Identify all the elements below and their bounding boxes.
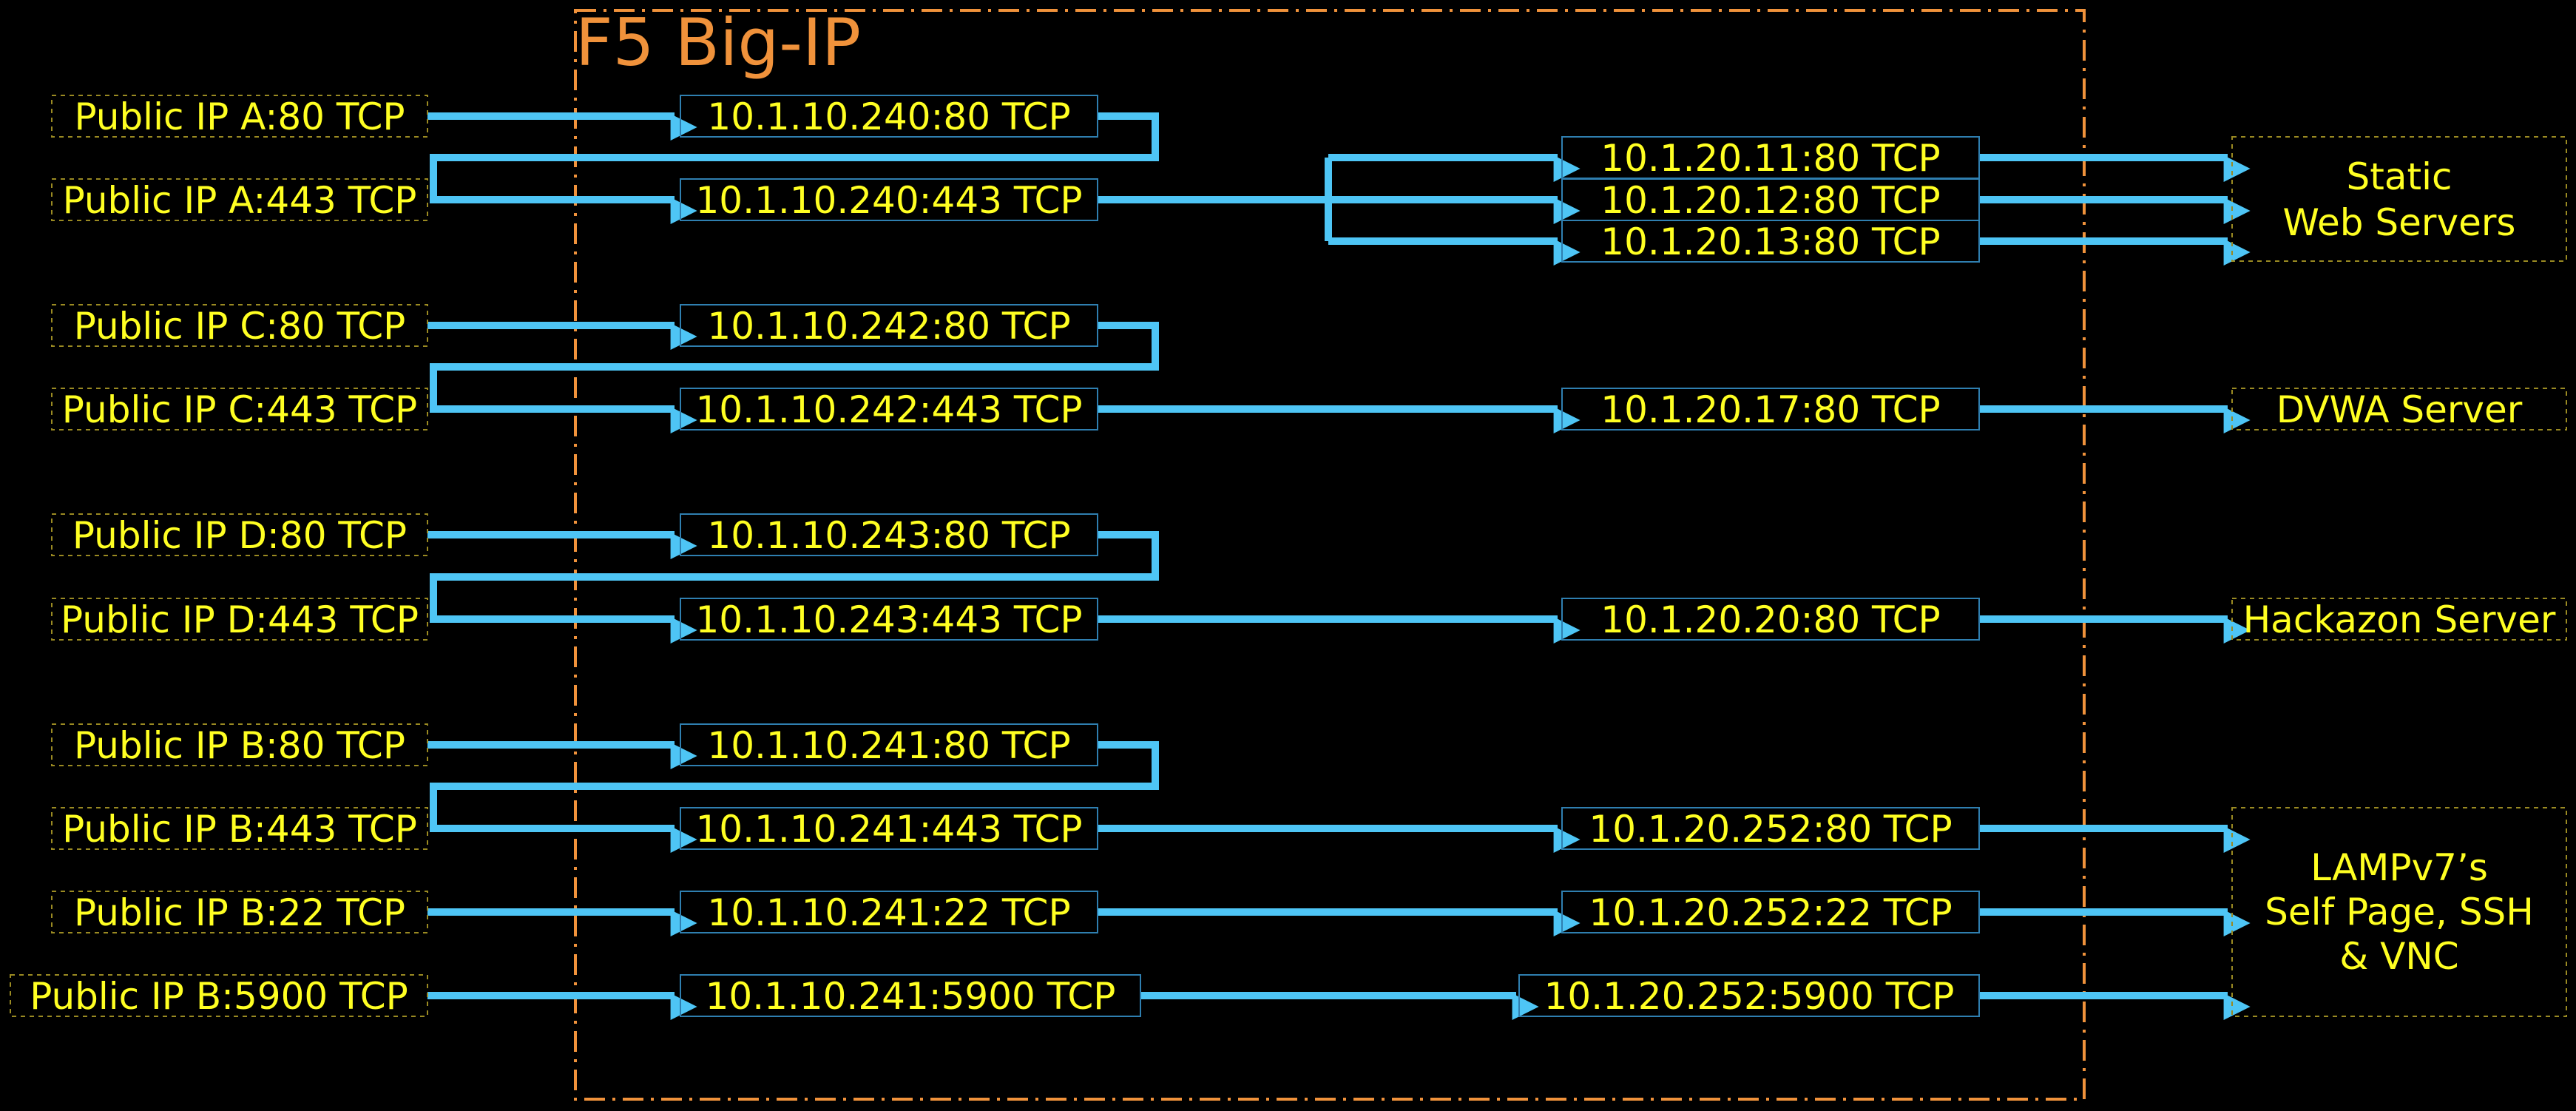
virtual-server-label: 10.1.10.243:443 TCP	[695, 598, 1082, 641]
pool-member-5: 10.1.20.252:80 TCP	[1561, 807, 1980, 851]
server-label-line: Static	[2347, 155, 2452, 198]
virtual-server-3: 10.1.10.242:443 TCP	[680, 388, 1098, 431]
virtual-server-8: 10.1.10.241:22 TCP	[680, 891, 1098, 934]
arrow-layer	[427, 112, 2251, 1020]
virtual-server-6: 10.1.10.241:80 TCP	[680, 723, 1098, 767]
pool-member-4: 10.1.20.20:80 TCP	[1561, 598, 1980, 641]
public-ip-9: Public IP B:5900 TCP	[10, 974, 428, 1018]
public-ip-label: Public IP A:80 TCP	[74, 95, 405, 138]
public-ip-label: Public IP C:443 TCP	[62, 388, 417, 431]
public-ip-7: Public IP B:443 TCP	[51, 807, 428, 851]
virtual-server-1: 10.1.10.240:443 TCP	[680, 178, 1098, 222]
public-ip-label: Public IP B:5900 TCP	[30, 975, 408, 1018]
pool-member-label: 10.1.20.17:80 TCP	[1600, 388, 1940, 431]
public-ip-0: Public IP A:80 TCP	[51, 95, 428, 138]
virtual-server-label: 10.1.10.241:5900 TCP	[706, 975, 1116, 1018]
pool-member-label: 10.1.20.13:80 TCP	[1600, 220, 1940, 263]
redirect-loop-B	[430, 741, 1159, 853]
server-label: DVWA Server	[2276, 388, 2523, 431]
public-ip-label: Public IP B:22 TCP	[74, 891, 405, 934]
redirect-loop-C	[430, 322, 1159, 433]
hackazon-server: Hackazon Server	[2231, 598, 2567, 641]
virtual-server-2: 10.1.10.242:80 TCP	[680, 304, 1098, 348]
virtual-server-label: 10.1.10.243:80 TCP	[707, 514, 1070, 557]
pool-member-label: 10.1.20.11:80 TCP	[1600, 137, 1940, 180]
server-label: Hackazon Server	[2243, 598, 2556, 641]
pool-member-label: 10.1.20.12:80 TCP	[1600, 179, 1940, 222]
pool-member-2: 10.1.20.13:80 TCP	[1561, 220, 1980, 263]
virtual-server-0: 10.1.10.240:80 TCP	[680, 95, 1098, 138]
public-ip-8: Public IP B:22 TCP	[51, 891, 428, 934]
virtual-server-label: 10.1.10.240:443 TCP	[695, 179, 1082, 222]
pool-member-3: 10.1.20.17:80 TCP	[1561, 388, 1980, 431]
redirect-loop-D	[430, 531, 1159, 644]
bigip-boundary	[574, 9, 2086, 1101]
public-ip-5: Public IP D:443 TCP	[51, 598, 428, 641]
public-ip-label: Public IP B:80 TCP	[74, 724, 405, 767]
pool-member-6: 10.1.20.252:22 TCP	[1561, 891, 1980, 934]
server-label-line: Web Servers	[2283, 201, 2516, 244]
virtual-server-4: 10.1.10.243:80 TCP	[680, 513, 1098, 557]
lamp-server: LAMPv7’s Self Page, SSH & VNC	[2231, 807, 2567, 1017]
virtual-server-label: 10.1.10.241:22 TCP	[707, 891, 1070, 934]
virtual-server-7: 10.1.10.241:443 TCP	[680, 807, 1098, 851]
public-ip-2: Public IP C:80 TCP	[51, 304, 428, 348]
pool-member-label: 10.1.20.252:80 TCP	[1589, 808, 1952, 851]
virtual-server-label: 10.1.10.241:443 TCP	[695, 808, 1082, 851]
virtual-server-label: 10.1.10.241:80 TCP	[707, 724, 1070, 767]
public-ip-3: Public IP C:443 TCP	[51, 388, 428, 431]
virtual-server-label: 10.1.10.242:443 TCP	[695, 388, 1082, 431]
dvwa-server: DVWA Server	[2231, 388, 2567, 431]
public-ip-label: Public IP D:443 TCP	[61, 598, 419, 641]
pool-member-label: 10.1.20.20:80 TCP	[1600, 598, 1940, 641]
public-ip-label: Public IP A:443 TCP	[63, 179, 417, 222]
public-ip-label: Public IP C:80 TCP	[74, 305, 406, 348]
public-ip-label: Public IP D:80 TCP	[72, 514, 407, 557]
pool-member-0: 10.1.20.11:80 TCP	[1561, 136, 1980, 180]
public-ip-label: Public IP B:443 TCP	[62, 808, 417, 851]
public-ip-1: Public IP A:443 TCP	[51, 178, 428, 222]
pool-member-1: 10.1.20.12:80 TCP	[1561, 178, 1980, 222]
pool-member-label: 10.1.20.252:5900 TCP	[1544, 975, 1955, 1018]
public-ip-4: Public IP D:80 TCP	[51, 513, 428, 557]
virtual-server-9: 10.1.10.241:5900 TCP	[680, 974, 1141, 1018]
virtual-server-5: 10.1.10.243:443 TCP	[680, 598, 1098, 641]
static-web-servers: Static Web Servers	[2231, 136, 2567, 262]
redirect-loop-A	[430, 112, 1159, 224]
server-label-line: LAMPv7’s	[2310, 846, 2488, 889]
pool-member-label: 10.1.20.252:22 TCP	[1589, 891, 1952, 934]
bigip-title: F5 Big-IP	[575, 4, 861, 81]
pool-member-7: 10.1.20.252:5900 TCP	[1518, 974, 1980, 1018]
server-label-line: Self Page, SSH	[2265, 891, 2534, 933]
virtual-server-label: 10.1.10.240:80 TCP	[707, 95, 1070, 138]
public-ip-6: Public IP B:80 TCP	[51, 723, 428, 767]
virtual-server-label: 10.1.10.242:80 TCP	[707, 305, 1070, 348]
server-label-line: & VNC	[2339, 935, 2458, 978]
